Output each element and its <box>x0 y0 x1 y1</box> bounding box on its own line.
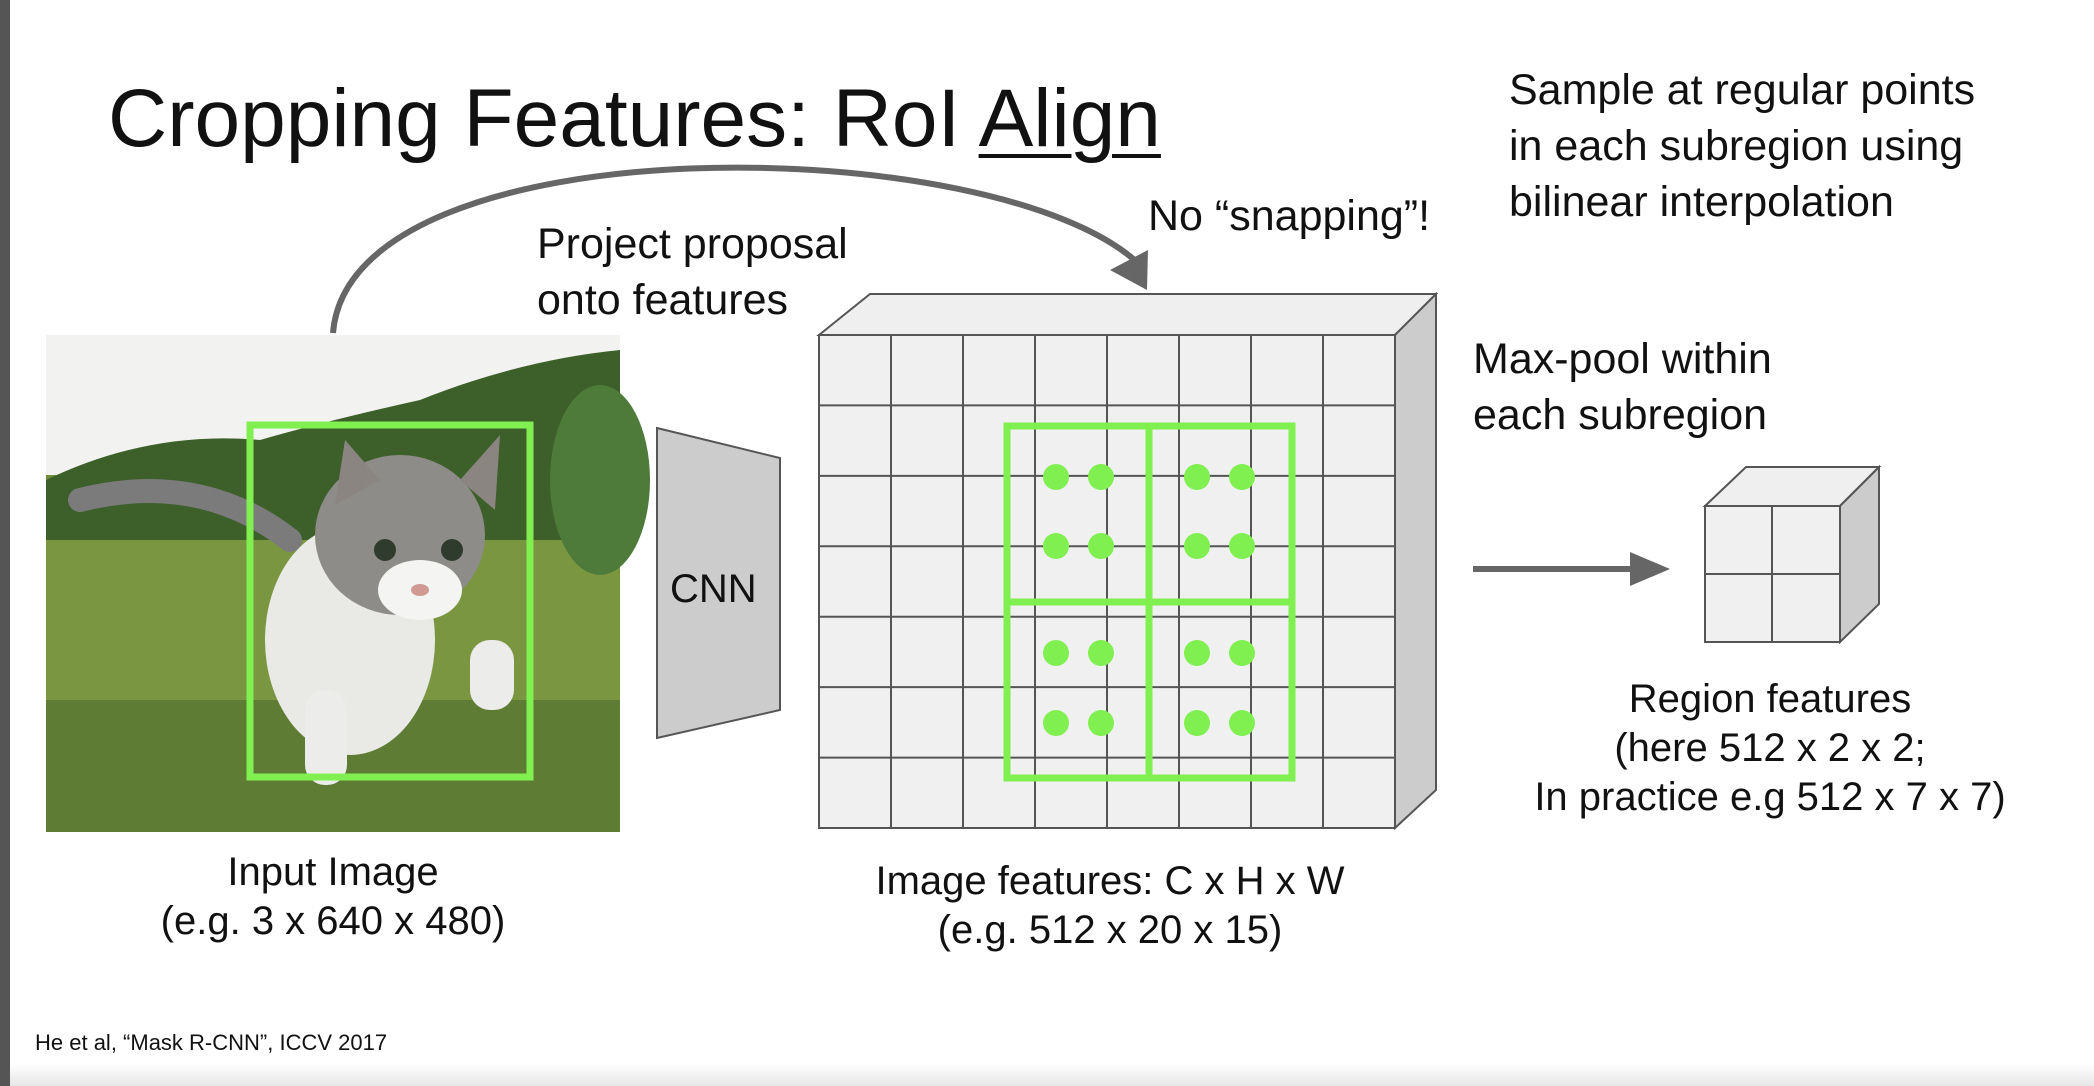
projection-arrow <box>330 164 1143 334</box>
sample-annotation: Sample at regular points in each subregi… <box>1509 62 1975 230</box>
maxpool-line-2: each subregion <box>1473 391 1768 439</box>
sample-line-1: Sample at regular points <box>1509 66 1976 114</box>
sample-point <box>1229 533 1255 559</box>
slide-title: Cropping Features: RoI Align <box>108 72 1161 166</box>
region-features-cube <box>1702 464 1882 645</box>
feature-map-cube <box>816 291 1439 831</box>
input-caption: Input Image (e.g. 3 x 640 x 480) <box>133 848 533 946</box>
maxpool-line-1: Max-pool within <box>1473 335 1772 383</box>
sample-point <box>1043 640 1069 666</box>
pool-arrowhead <box>1630 552 1670 586</box>
project-annotation: Project proposal onto features <box>537 216 848 328</box>
sample-point <box>1229 640 1255 666</box>
sample-point <box>1229 464 1255 490</box>
sample-point <box>1043 710 1069 736</box>
project-line-1: Project proposal <box>537 220 848 268</box>
input-caption-line-1: Input Image <box>227 850 439 894</box>
sample-point <box>1184 710 1210 736</box>
features-caption: Image features: C x H x W (e.g. 512 x 20… <box>860 857 1360 955</box>
title-prefix: Cropping Features: RoI <box>108 73 979 164</box>
project-line-2: onto features <box>537 276 789 324</box>
sample-line-2: in each subregion using <box>1509 122 1964 170</box>
sample-point <box>1088 464 1114 490</box>
bottom-shadow <box>10 1064 2094 1086</box>
region-caption: Region features (here 512 x 2 x 2; In pr… <box>1520 675 2020 822</box>
region-caption-line-1: Region features <box>1628 677 1912 721</box>
maxpool-annotation: Max-pool within each subregion <box>1473 331 1772 443</box>
sample-point <box>1088 533 1114 559</box>
sample-line-3: bilinear interpolation <box>1509 178 1894 226</box>
sample-point <box>1184 464 1210 490</box>
cnn-block <box>656 426 781 740</box>
citation: He et al, “Mask R-CNN”, ICCV 2017 <box>35 1030 388 1055</box>
features-caption-line-1: Image features: C x H x W <box>875 859 1345 903</box>
sample-point <box>1184 533 1210 559</box>
input-caption-line-2: (e.g. 3 x 640 x 480) <box>160 899 506 943</box>
input-image <box>46 335 650 832</box>
sample-point <box>1088 710 1114 736</box>
no-snapping-annotation: No “snapping”! <box>1148 192 1431 240</box>
cnn-label: CNN <box>670 567 757 611</box>
sample-point <box>1043 464 1069 490</box>
region-caption-line-2: (here 512 x 2 x 2; <box>1614 726 1926 770</box>
left-border <box>0 0 10 1086</box>
features-caption-line-2: (e.g. 512 x 20 x 15) <box>937 908 1283 952</box>
sample-point <box>1088 640 1114 666</box>
title-emphasis: Align <box>978 73 1161 164</box>
projection-arrowhead <box>1110 250 1148 290</box>
sample-point <box>1229 710 1255 736</box>
sample-point <box>1043 533 1069 559</box>
sample-point <box>1184 640 1210 666</box>
region-caption-line-3: In practice e.g 512 x 7 x 7) <box>1534 775 2006 819</box>
